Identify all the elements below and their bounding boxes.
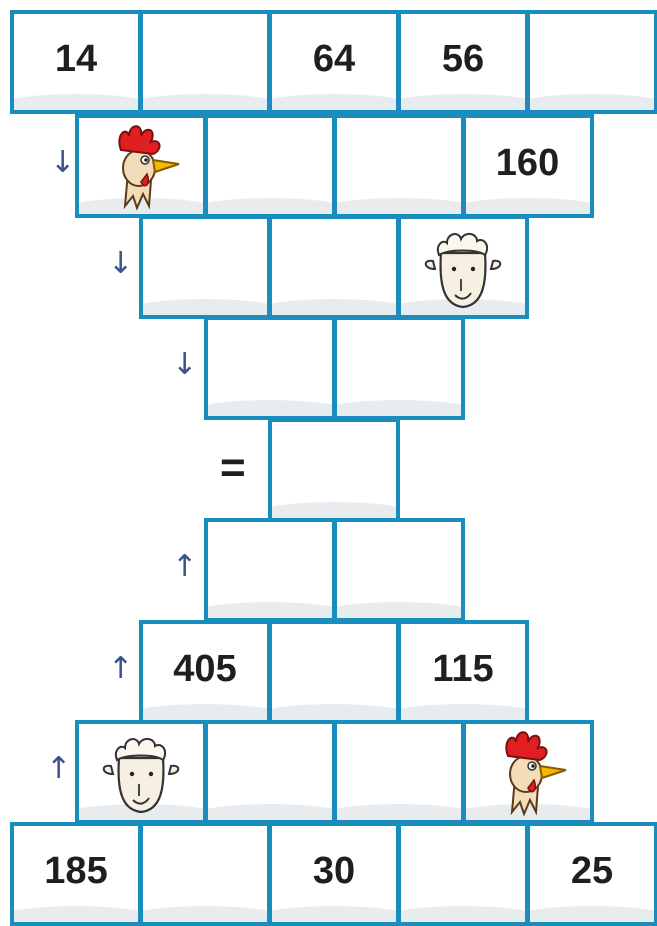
pyramid-cell[interactable] (139, 215, 271, 319)
pyramid-cell[interactable] (203, 114, 336, 218)
sheep-head-icon (99, 728, 183, 816)
pyramid-cell[interactable] (203, 316, 336, 420)
pyramid-cell[interactable] (139, 822, 271, 926)
cell-value: 115 (432, 647, 494, 690)
cell-value: 56 (441, 37, 485, 80)
down-arrow-icon: ↓ (50, 145, 76, 180)
pyramid-cell[interactable] (268, 215, 400, 319)
up-arrow-icon: ↑ (108, 651, 134, 686)
cell-value: 25 (570, 849, 614, 892)
rooster-head-icon (486, 726, 570, 818)
pyramid-cell[interactable] (397, 215, 529, 319)
cell-value: 405 (173, 647, 237, 690)
sheep-head-icon (421, 223, 505, 311)
pyramid-cell[interactable] (74, 720, 207, 824)
pyramid-cell[interactable] (139, 10, 271, 114)
pyramid-cell[interactable] (332, 720, 465, 824)
pyramid-cell[interactable] (203, 518, 336, 622)
pyramid-cell[interactable]: 64 (268, 10, 400, 114)
pyramid-cell[interactable]: 160 (461, 114, 594, 218)
cell-value: 185 (44, 849, 108, 892)
down-arrow-icon: ↓ (172, 347, 198, 382)
cell-value: 14 (54, 37, 98, 80)
pyramid-cell[interactable]: 405 (139, 620, 271, 724)
pyramid-cell[interactable]: 30 (268, 822, 400, 926)
pyramid-cell[interactable] (332, 518, 465, 622)
pyramid-cell[interactable] (268, 620, 400, 724)
rooster-head-icon (99, 120, 183, 212)
pyramid-cell[interactable]: 14 (10, 10, 142, 114)
pyramid-cell[interactable]: 25 (526, 822, 657, 926)
pyramid-cell[interactable] (268, 418, 400, 522)
up-arrow-icon: ↑ (46, 751, 72, 786)
pyramid-cell[interactable]: 185 (10, 822, 142, 926)
equals-sign: = (220, 443, 246, 492)
pyramid-cell[interactable] (461, 720, 594, 824)
pyramid-cell[interactable] (74, 114, 207, 218)
pyramid-cell[interactable] (397, 822, 529, 926)
cell-value: 64 (312, 37, 356, 80)
pyramid-cell[interactable] (526, 10, 657, 114)
up-arrow-icon: ↑ (172, 549, 198, 584)
down-arrow-icon: ↓ (108, 246, 134, 281)
pyramid-cell[interactable]: 115 (397, 620, 529, 724)
pyramid-cell[interactable] (332, 316, 465, 420)
pyramid-cell[interactable] (203, 720, 336, 824)
cell-value: 160 (495, 141, 560, 184)
cell-value: 30 (312, 849, 356, 892)
pyramid-cell[interactable]: 56 (397, 10, 529, 114)
pyramid-cell[interactable] (332, 114, 465, 218)
